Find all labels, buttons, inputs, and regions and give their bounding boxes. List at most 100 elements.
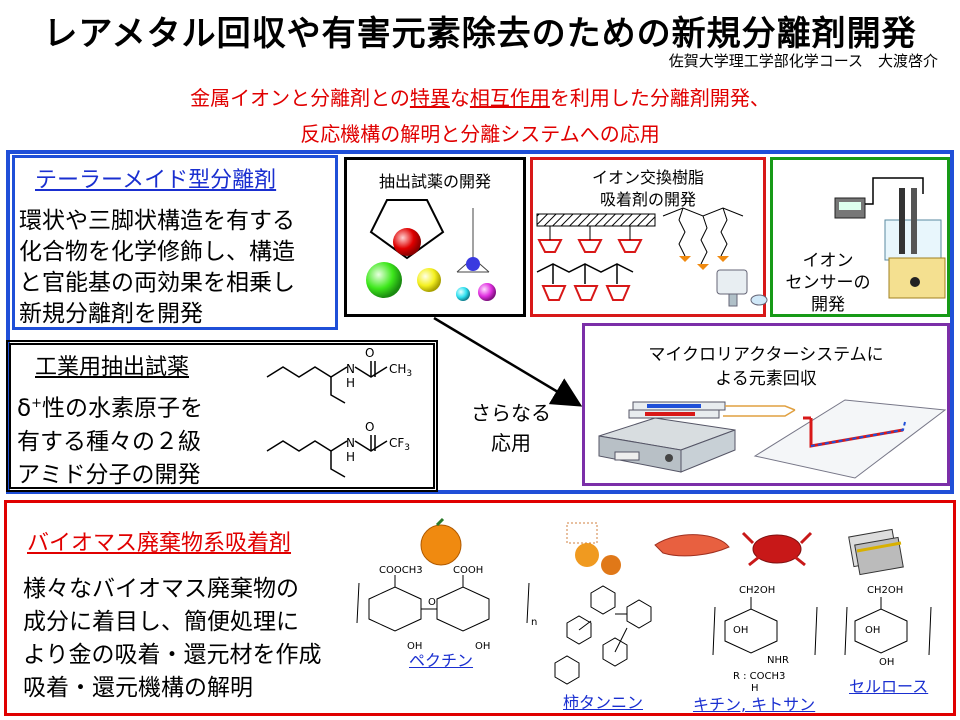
tannin-caption[interactable]: 柿タンニン — [563, 693, 644, 712]
ion-exchange-label-1: イオン交換樹脂 — [591, 168, 704, 187]
tailor-made-section — [6, 150, 954, 494]
yellow-sphere — [417, 268, 441, 292]
text-line: 環状や三脚状構造を有する — [19, 208, 295, 234]
ring-label-oh: OH — [407, 641, 422, 652]
syringe-pump — [598, 417, 736, 473]
cellulose-caption[interactable]: セルロース — [849, 677, 929, 696]
text-line: 新規分離剤を開発 — [19, 301, 203, 327]
tripod-molecule — [456, 208, 490, 273]
adsorbent-stems — [549, 226, 631, 240]
newspaper-icon — [848, 528, 904, 576]
group-text: CF — [389, 436, 404, 450]
microreactor-panel: マイクロリアクターシステムに よる元素回収 — [582, 323, 950, 486]
polymer-chain — [536, 263, 634, 284]
ring-label-oh: OH — [733, 625, 748, 636]
ion-exchange-label-2: 吸着剤の開発 — [599, 190, 696, 209]
amide-2-oxygen: O — [365, 420, 374, 434]
biomass-illustrations: COOCH3 COOH OH OH O n CH2OH R : COCH3 H … — [356, 517, 932, 694]
chitin-h-note: H — [751, 683, 759, 694]
pectin-group-1: COOCH3 — [379, 565, 423, 576]
further-line-2: 応用 — [491, 431, 531, 455]
text-line: 様々なバイオマス廃棄物の — [23, 576, 299, 602]
electrode-1 — [899, 188, 905, 254]
ion-sensor-panel: イオン センサーの 開発 — [770, 157, 950, 317]
adsorbent-cups-bottom — [541, 285, 631, 301]
stirrer-knob — [910, 277, 920, 287]
microreactor-illustration — [598, 399, 947, 479]
chitin-ch2oh: CH2OH — [739, 585, 775, 596]
subtitle-line-2: 反応機構の解明と分離システムへの応用 — [300, 122, 660, 146]
subtitle-line-1: 金属イオンと分離剤との特異な相互作用を利用した分離剤開発、 — [0, 82, 960, 111]
extraction-reagent-panel: 抽出試薬の開発 — [344, 157, 526, 317]
ring-label-oh: OH — [879, 657, 894, 668]
text-line: より金の吸着・還元材を作成 — [23, 642, 322, 668]
syringes — [628, 401, 726, 419]
red-sphere — [393, 228, 421, 256]
pectin-caption[interactable]: ペクチン — [409, 651, 474, 670]
industrial-reagent-panel: 工業用抽出試薬 δ+性の水素原子を 有する種々の２級 アミド分子の開発 O N … — [6, 340, 438, 492]
amide-structures: O N H CH3 O N H CF3 — [266, 346, 412, 478]
amide-1-nitrogen: N — [346, 362, 355, 376]
biomass-text: 様々なバイオマス廃棄物の 成分に着目し、簡便処理に より金の吸着・還元材を作成 … — [23, 573, 373, 705]
delta-symbol: δ — [17, 395, 32, 422]
orange-leaf — [435, 517, 445, 527]
sensor-cable — [865, 177, 924, 205]
page-title: レアメタル回収や有害元素除去のための新規分離剤開発 — [43, 14, 917, 54]
meter-display — [839, 202, 861, 210]
chitin-structure — [712, 597, 818, 656]
magenta-sphere — [478, 283, 496, 301]
text-line: δ+性の水素原子を — [17, 387, 257, 426]
amide-2-hydrogen: H — [346, 450, 355, 464]
cyan-sphere — [456, 287, 470, 301]
cellulose-ch2oh: CH2OH — [867, 585, 903, 596]
amide-1-group: CH3 — [389, 362, 412, 379]
ring-label-oh: OH — [475, 641, 490, 652]
amide-2-group: CF3 — [389, 436, 410, 453]
crab-icon — [752, 534, 802, 564]
branched-chains — [662, 207, 744, 265]
ring-label-o: O — [428, 597, 436, 608]
text-line: と官能基の両効果を相乗し — [19, 270, 295, 296]
cellulose-structure — [844, 597, 932, 656]
amide-2-skeleton — [266, 435, 388, 478]
ion-sensor-label-1: イオン — [802, 251, 854, 271]
faucet-icon — [716, 269, 768, 307]
amide-2-nitrogen: N — [346, 436, 355, 450]
text-line: 吸着・還元機構の解明 — [23, 675, 253, 701]
further-application: さらなる 応用 — [456, 398, 566, 458]
subtitle-underlined: 相互作用 — [469, 86, 550, 110]
pectin-group-2: COOH — [453, 565, 483, 576]
orange-icon — [420, 524, 462, 566]
chitin-caption[interactable]: キチン, キトサン — [693, 695, 816, 714]
extraction-illustration — [366, 199, 496, 301]
green-sphere — [366, 262, 402, 298]
further-line-1: さらなる — [471, 401, 551, 425]
biomass-heading: バイオマス廃棄物系吸着剤 — [27, 531, 292, 556]
resin-illustration — [536, 207, 768, 307]
subtitle-part: 金属イオンと分離剤との — [190, 86, 410, 110]
industrial-text: δ+性の水素原子を 有する種々の２級 アミド分子の開発 — [17, 387, 257, 492]
delta-plus: + — [31, 396, 42, 411]
text-line: アミド分子の開発 — [17, 461, 201, 488]
ion-sensor-label-2: センサーの — [785, 273, 871, 293]
ion-sensor-label-3: 開発 — [811, 295, 845, 315]
ring-label-oh: OH — [865, 625, 880, 636]
micro-label-1: マイクロリアクターシステムに — [648, 345, 884, 365]
subtitle-part: な — [449, 86, 470, 110]
shrimp-icon — [654, 534, 730, 557]
group-text: CH — [389, 362, 406, 376]
adsorbent-cups-top — [537, 239, 643, 253]
subtitle-part: を利用した分離剤開発、 — [549, 86, 770, 110]
electrode-2 — [911, 188, 917, 254]
tailor-made-heading: テーラーメイド型分離剤 — [35, 168, 277, 193]
text-line: 有する種々の２級 — [17, 428, 201, 455]
text-line: 化合物を化学修飾し、構造 — [19, 239, 295, 265]
cone-shape — [369, 199, 445, 260]
extraction-label: 抽出試薬の開発 — [378, 172, 491, 191]
tubing — [723, 405, 796, 417]
industrial-heading: 工業用抽出試薬 — [35, 355, 190, 380]
persimmon-icon — [566, 522, 621, 575]
crab-legs — [741, 531, 813, 567]
text-line: 成分に着目し、簡便処理に — [23, 609, 299, 635]
ion-exchange-panel: イオン交換樹脂 吸着剤の開発 — [530, 157, 768, 317]
